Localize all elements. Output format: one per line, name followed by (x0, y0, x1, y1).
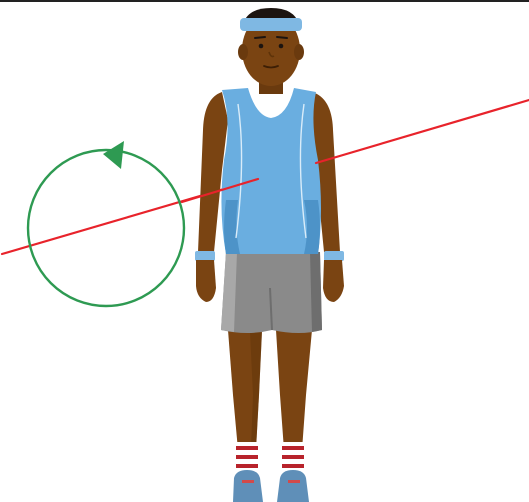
left-sock-stripe-3 (236, 464, 258, 468)
right-ear (294, 44, 304, 60)
left-sock-stripe-2 (236, 455, 258, 459)
headband (240, 18, 302, 31)
left-sock-stripe-1 (236, 446, 258, 450)
right-sock-stripe-3 (282, 464, 304, 468)
left-eye (259, 44, 264, 49)
triangle-arrowhead-icon (103, 141, 124, 169)
right-shoe (277, 470, 309, 502)
right-hand (323, 260, 344, 302)
left-eyebrow (255, 37, 265, 38)
left-shoe-laces (242, 480, 254, 483)
left-wristband (195, 251, 215, 261)
right-leg (276, 330, 312, 450)
rotation-circle (28, 150, 184, 306)
left-shoe (233, 470, 263, 502)
right-wristband (324, 251, 344, 261)
right-shoe-laces (288, 480, 300, 483)
standing-figure (182, 8, 529, 502)
left-hand (196, 260, 216, 302)
right-eyebrow (277, 37, 287, 38)
right-eye (279, 44, 284, 49)
shorts-side-panel-right (310, 252, 322, 332)
right-sock-stripe-2 (282, 455, 304, 459)
right-sock-stripe-1 (282, 446, 304, 450)
left-ear (238, 44, 248, 60)
rotation-axis-line-right (316, 100, 529, 163)
